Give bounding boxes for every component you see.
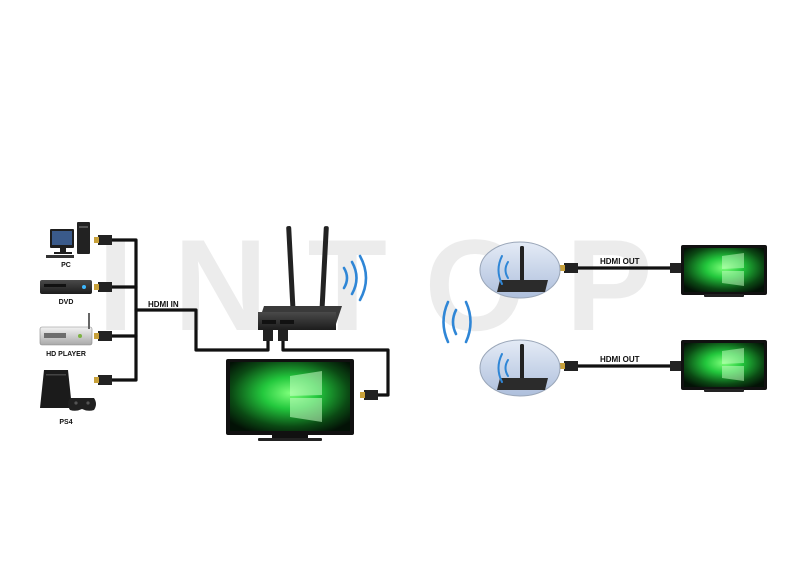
hdmi-in-label: HDMI IN	[148, 300, 179, 309]
ps4-label: PS4	[59, 419, 72, 426]
source-pc: PC	[46, 222, 90, 269]
transmitter	[258, 226, 368, 330]
pc-label: PC	[61, 262, 71, 269]
wifi-waves-icon	[442, 300, 472, 344]
watermark: INTOP	[98, 212, 693, 358]
hdmi-connector-icon	[560, 263, 578, 273]
source-ps4: PS4	[40, 370, 96, 426]
receiver-icon	[479, 241, 561, 299]
hdmi-connector-icon	[360, 390, 378, 400]
hd-player-label: HD PLAYER	[46, 351, 86, 358]
main-tv	[226, 359, 354, 441]
hdmi-cables	[110, 238, 682, 397]
dvd-label: DVD	[59, 299, 74, 306]
hdmi-connector-icon	[94, 331, 112, 341]
hdmi-connector-icon	[94, 235, 112, 245]
transmitter-icon	[258, 226, 342, 330]
hdmi-connector-icon	[94, 375, 112, 385]
tv-icon	[226, 359, 354, 441]
hd-player-icon	[39, 313, 93, 346]
source-hd-player: HD PLAYER	[39, 313, 93, 358]
hdmi-out-label-bottom: HDMI OUT	[600, 355, 640, 364]
output-tv-top	[681, 245, 767, 297]
watermark-text: INTOP	[98, 212, 693, 358]
pc-icon	[46, 222, 90, 258]
hdmi-out-label-top: HDMI OUT	[600, 257, 640, 266]
dvd-player-icon	[40, 280, 92, 294]
tv-icon	[681, 340, 767, 392]
hdmi-in-cable	[134, 308, 270, 352]
hdmi-connector-icon	[94, 282, 112, 292]
loop-out-cable	[281, 338, 390, 397]
tv-icon	[681, 245, 767, 297]
source-dvd: DVD	[40, 280, 92, 306]
receiver-bottom	[479, 339, 561, 397]
receiver-top	[479, 241, 561, 299]
output-tv-bottom	[681, 340, 767, 392]
receiver-icon	[479, 339, 561, 397]
ps4-console-icon	[40, 370, 96, 411]
hdmi-connector-icon	[560, 361, 578, 371]
wifi-waves-icon	[342, 254, 368, 302]
